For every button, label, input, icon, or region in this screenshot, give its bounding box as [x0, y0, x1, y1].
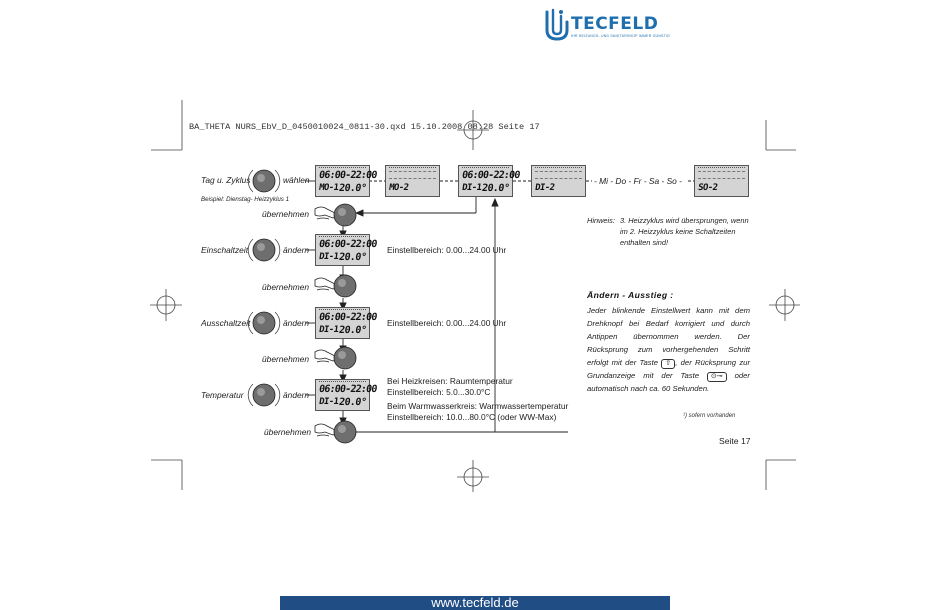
lcd-day-cycle: DI-1 [318, 325, 339, 335]
label-uebernehmen-1: übernehmen [262, 209, 310, 219]
brand-name: TECFELD [571, 14, 659, 34]
brand-tagline: IHR HEIZUNGS- UND SANITÄRSHOP IMMER GÜNS… [571, 34, 670, 38]
einschalt-range: Einstellbereich: 0.00...24.00 Uhr [387, 245, 507, 255]
tecfeld-logo-icon [545, 8, 569, 41]
lcd-time-range: 06:00-22:00 [318, 239, 378, 250]
file-info-line: BA_THETA NURS_EbV_D_0450010024_0811-30.q… [189, 122, 540, 132]
label-uebernehmen-2: übernehmen [262, 282, 310, 292]
lcd-temperature: 20.0° [338, 252, 367, 263]
temp-heiz-title: Bei Heizkreisen: Raumtemperatur [387, 376, 513, 386]
lcd-display-mo2: MO-2 [385, 165, 440, 197]
rotary-knob-icon [247, 308, 281, 338]
lcd-display-di1: 06:00-22:00 DI-1 20.0° [458, 165, 520, 197]
lcd-temperature: 20.0° [338, 183, 367, 194]
lcd-temperature: 20.0° [338, 325, 367, 336]
footer-bar: www.tecfeld.de [280, 595, 670, 610]
lcd-display-temperatur: 06:00-22:00 DI-1 20.0° [315, 379, 377, 411]
lcd-temperature: 20.0° [338, 397, 367, 408]
rotary-knob-icon [247, 166, 281, 196]
footnote: ¹) sofern vorhanden [683, 413, 736, 419]
back-step-key-icon: ⇧ [661, 359, 676, 369]
hint-label: Hinweis: [587, 216, 615, 225]
footer-url[interactable]: www.tecfeld.de [431, 595, 519, 610]
hint-text: 3. Heizzyklus wird übersprungen, wenn im… [620, 216, 749, 247]
lcd-time-range: 06:00-22:00 [318, 384, 378, 395]
section-text-c: oder automatisch nach ca. 60 Sekunden. [587, 371, 750, 393]
section-heading: Ändern - Ausstieg : [587, 290, 674, 300]
lcd-day-cycle: MO-1 [318, 183, 339, 193]
label-waehlen: wählen [283, 175, 310, 185]
label-aendern-3: ändern [283, 390, 310, 400]
lcd-display-so2: SO-2 [694, 165, 749, 197]
hand-press-knob-icon [313, 418, 357, 446]
label-einschaltzeit: Einschaltzeit [201, 245, 249, 255]
temp-ww-title: Beim Warmwasserkreis: Warmwassertemperat… [387, 401, 569, 411]
label-uebernehmen-4: übernehmen [264, 427, 312, 437]
rotary-knob-icon [247, 235, 281, 265]
lcd-display-ausschalt: 06:00-22:00 DI-1 20.0° [315, 307, 377, 339]
hand-press-knob-icon [313, 344, 357, 372]
lcd-day-cycle: SO-2 [697, 183, 718, 193]
hand-press-knob-icon [313, 201, 357, 229]
lcd-time-range: 06:00-22:00 [461, 170, 521, 181]
page-number: Seite 17 [719, 436, 751, 446]
label-aendern-1: ändern [283, 245, 310, 255]
temp-ww-range: Einstellbereich: 10.0...80.0°C (oder WW-… [387, 412, 557, 422]
label-uebernehmen-3: übernehmen [262, 354, 310, 364]
lcd-display-mo1: 06:00-22:00 MO-1 20.0° [315, 165, 377, 197]
lcd-time-range: 06:00-22:00 [318, 312, 378, 323]
rotary-knob-icon [247, 380, 281, 410]
lcd-day-cycle: DI-1 [318, 252, 339, 262]
lcd-temperature: 20.0° [481, 183, 510, 194]
home-key-icon: ⊙⊸ [706, 372, 727, 382]
label-aendern-2: ändern [283, 318, 310, 328]
label-tag-zyklus: Tag u. Zyklus [201, 175, 251, 185]
lcd-display-di2: DI-2 [531, 165, 586, 197]
temp-heiz-range: Einstellbereich: 5.0...30.0°C [387, 387, 491, 397]
days-sequence: - Mi - Do - Fr - Sa - So - [594, 176, 682, 186]
section-text-a: Jeder blinkende Einstellwert kann mit de… [587, 306, 750, 367]
lcd-day-cycle: MO-2 [388, 183, 409, 193]
label-beispiel: Beispiel: Dienstag- Heizzyklus 1 [201, 196, 290, 203]
section-paragraph: Jeder blinkende Einstellwert kann mit de… [587, 304, 750, 395]
ausschalt-range: Einstellbereich: 0.00...24.00 Uhr [387, 318, 507, 328]
label-ausschaltzeit: Ausschaltzeit [201, 318, 251, 328]
lcd-day-cycle: DI-1 [318, 397, 339, 407]
hand-press-knob-icon [313, 272, 357, 300]
section-text-b: , der Rücksprung zur Grundanzeige mit de… [587, 358, 751, 380]
lcd-day-cycle: DI-1 [461, 183, 482, 193]
lcd-day-cycle: DI-2 [534, 183, 555, 193]
lcd-time-range: 06:00-22:00 [318, 170, 378, 181]
label-temperatur: Temperatur [201, 390, 244, 400]
lcd-display-einschalt: 06:00-22:00 DI-1 20.0° [315, 234, 377, 266]
brand-logo: TECFELD IHR HEIZUNGS- UND SANITÄRSHOP IM… [543, 6, 670, 48]
